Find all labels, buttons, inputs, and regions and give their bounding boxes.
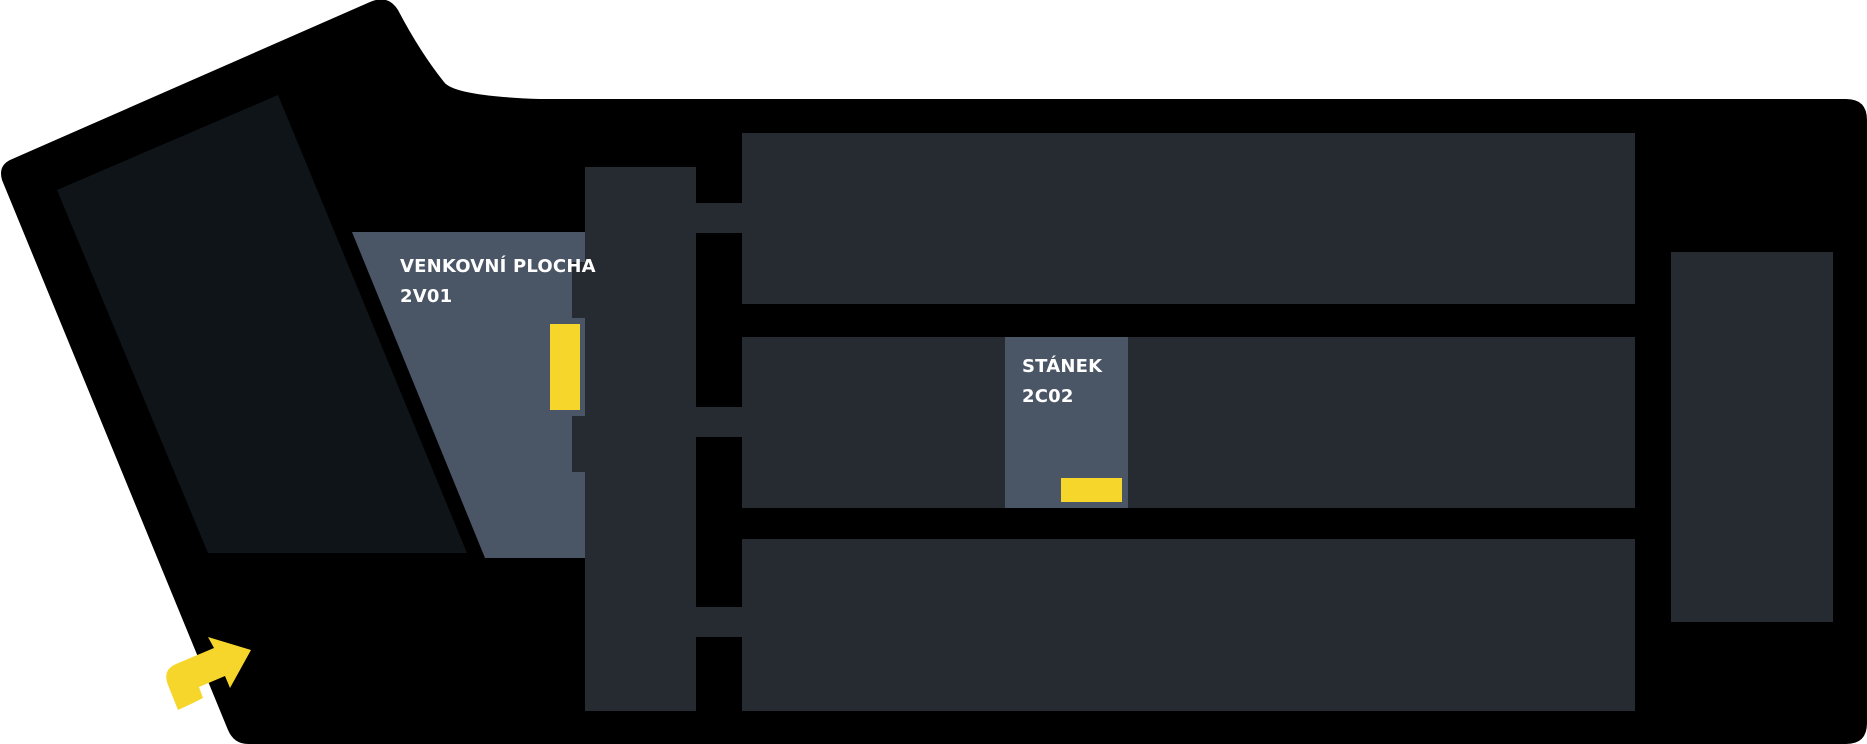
corridor [585,167,696,711]
booth-label: STÁNEK [1022,355,1103,377]
hall-connector [690,203,742,233]
booth-marker-icon[interactable] [1061,478,1122,502]
zone-venkovni-plocha[interactable] [352,232,585,558]
hall-connector [690,407,742,437]
booth-code: 2C02 [1022,386,1074,407]
hall-right[interactable] [1671,252,1833,622]
hall-bottom[interactable] [742,539,1635,711]
hall-connector [690,607,742,637]
zone-code: 2V01 [400,286,452,307]
hall-middle[interactable] [742,337,1635,508]
hall-top[interactable] [742,133,1635,304]
zone-label: VENKOVNÍ PLOCHA [400,255,596,277]
dark-area-left [57,95,467,553]
entrance-arrow-icon[interactable] [166,637,251,710]
booth-marker-icon[interactable] [550,324,580,410]
